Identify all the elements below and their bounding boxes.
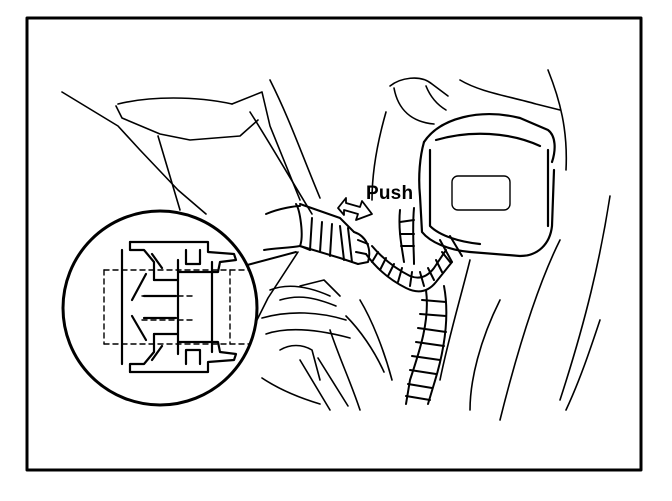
hose-connector — [263, 203, 371, 265]
magnifier-circle — [61, 209, 259, 407]
lower-pipes — [261, 279, 393, 411]
detail-callout — [61, 209, 299, 407]
wire-harness — [365, 207, 463, 405]
push-label: Push — [366, 183, 414, 204]
push-arrow-icon — [337, 197, 373, 221]
junction-block — [418, 113, 556, 258]
background-structure — [61, 69, 611, 421]
connector-section — [120, 240, 238, 374]
figure-frame — [25, 16, 643, 472]
